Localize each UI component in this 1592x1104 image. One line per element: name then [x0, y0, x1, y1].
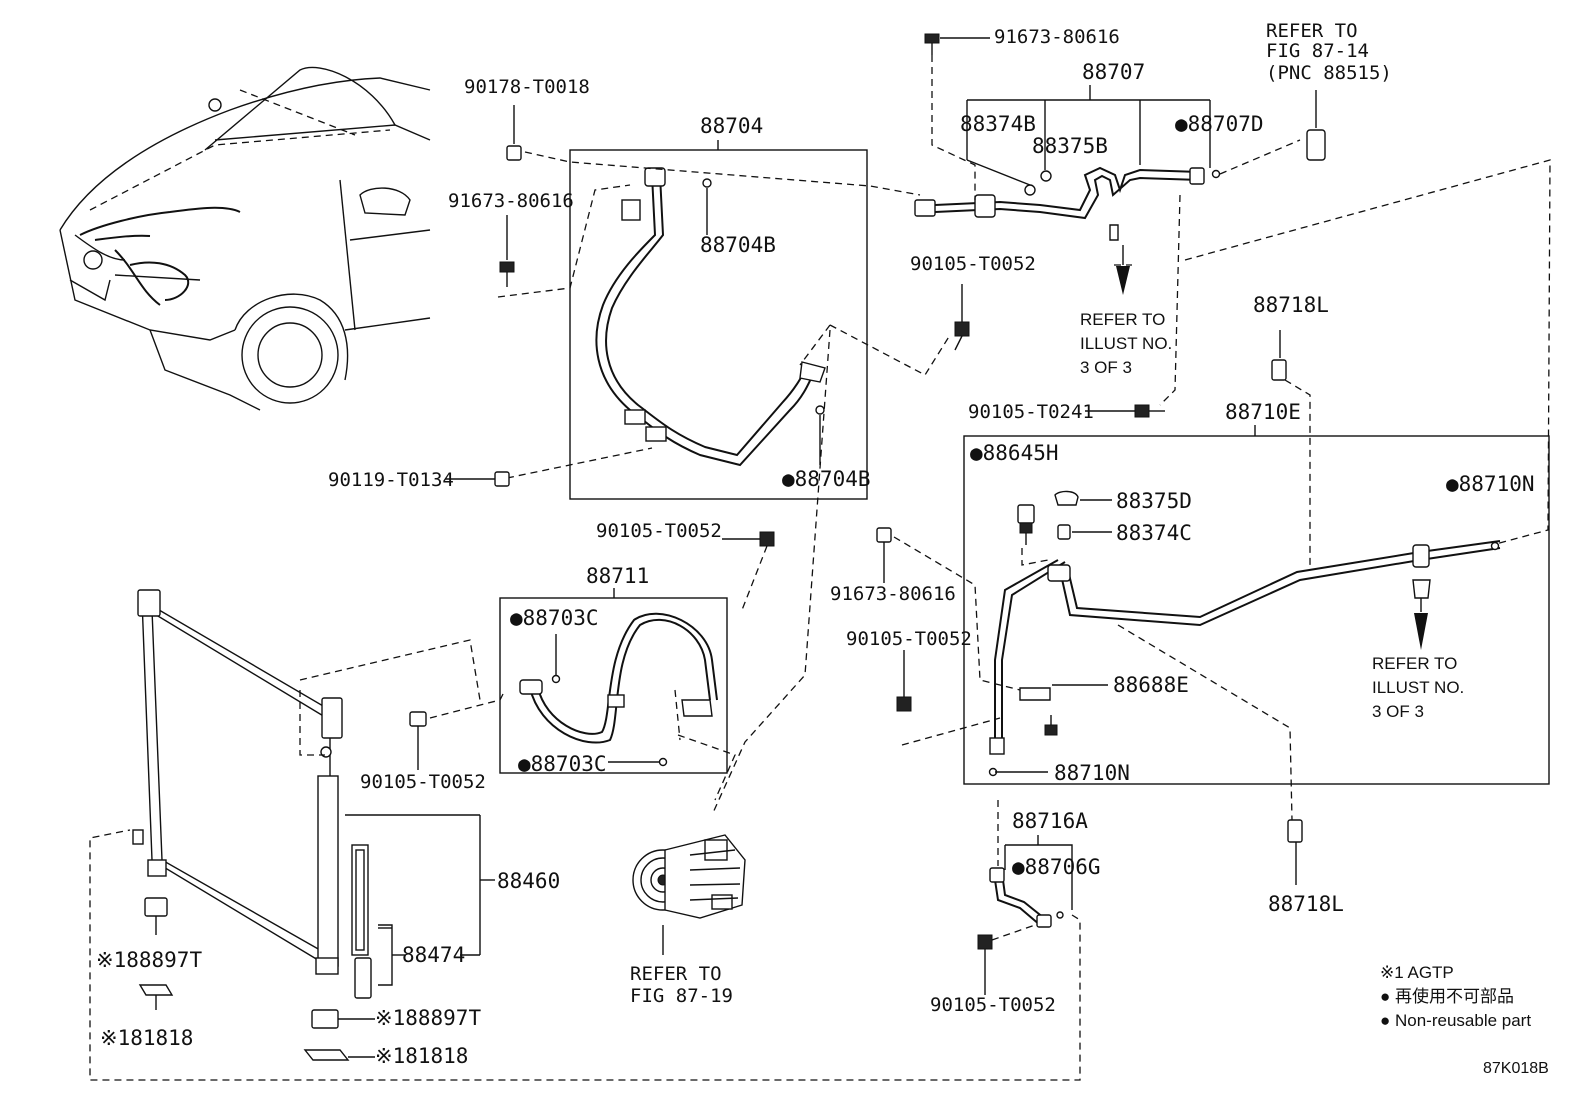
label-88897T-bottom: ※188897T — [375, 1006, 481, 1030]
legend: ※1 AGTP ● 再使用不可部品 ● Non-reusable part — [1380, 963, 1531, 1030]
label-88703C-bottom: ●88703C — [518, 752, 607, 776]
bolt-90105-t0241 — [1085, 404, 1165, 418]
label-refer-illust-b-3: 3 OF 3 — [1372, 702, 1424, 721]
box-88710E — [963, 435, 1550, 785]
bolt-90105-bottom — [977, 924, 1036, 995]
clamp-88718L-bottom — [1287, 819, 1303, 885]
figure-code: 87K018B — [1483, 1060, 1549, 1077]
nut-90178 — [506, 105, 522, 161]
label-88716A: 88716A — [1012, 809, 1088, 833]
label-88375D: 88375D — [1116, 489, 1192, 513]
label-90178: 90178-T0018 — [464, 76, 590, 98]
label-88706G: ●88706G — [1012, 855, 1101, 879]
label-refer-illust-b-2: ILLUST NO. — [1372, 678, 1464, 697]
clamp-88718L-top — [1271, 330, 1311, 570]
label-81818-bottom: ※181818 — [375, 1044, 468, 1068]
label-88375B: 88375B — [1032, 134, 1108, 158]
legend-en-note: ● Non-reusable part — [1380, 1011, 1531, 1030]
compressor — [632, 834, 746, 955]
bolt-90105-top-mid — [954, 284, 970, 351]
label-90105-mid-top: 90105-T0052 — [910, 253, 1036, 275]
label-refer-illust-a-2: ILLUST NO. — [1080, 334, 1172, 353]
label-88718L-bottom: 88718L — [1268, 892, 1344, 916]
condenser — [132, 589, 495, 1061]
label-90105-right-mid: 90105-T0052 — [846, 628, 972, 650]
label-88718L-top: 88718L — [1253, 293, 1329, 317]
label-88704B-bottom: ●88704B — [782, 467, 871, 491]
label-88460: 88460 — [497, 869, 560, 893]
legend-agtp: ※1 AGTP — [1380, 963, 1454, 982]
label-refer-87-19-2: FIG 87-19 — [630, 985, 733, 1007]
legend-jp-note: ● 再使用不可部品 — [1380, 986, 1514, 1006]
label-88707: 88707 — [1082, 60, 1145, 84]
label-88710N-right: ●88710N — [1446, 472, 1535, 496]
label-88374B: 88374B — [960, 112, 1036, 136]
bolt-90105-right-mid — [896, 650, 912, 712]
label-refer-87-19-1: REFER TO — [630, 963, 722, 985]
label-90105-left: 90105-T0052 — [360, 771, 486, 793]
label-88704B-top: 88704B — [700, 233, 776, 257]
label-refer-illust-a-3: 3 OF 3 — [1080, 358, 1132, 377]
bolt-91673-left — [499, 215, 515, 287]
label-refer-87-14-1: REFER TO — [1266, 20, 1358, 42]
label-88897T-left: ※188897T — [96, 948, 202, 972]
label-88703C-top: ●88703C — [510, 606, 599, 630]
label-88645H: ●88645H — [970, 441, 1059, 465]
label-90105-T0241: 90105-T0241 — [968, 401, 1094, 423]
label-refer-87-14-2: FIG 87-14 — [1266, 40, 1369, 62]
label-88707D: ●88707D — [1175, 112, 1264, 136]
label-90119: 90119-T0134 — [328, 469, 454, 491]
label-88374C: 88374C — [1116, 521, 1192, 545]
label-91673-mid: 91673-80616 — [830, 583, 956, 605]
label-91673-left: 91673-80616 — [448, 190, 574, 212]
bolt-90105-center — [722, 531, 775, 611]
bolt-91673-mid — [876, 527, 892, 583]
label-88474: 88474 — [402, 943, 465, 967]
vehicle-illustration — [59, 66, 431, 411]
bolt-90119 — [445, 471, 510, 487]
label-91673-top: 91673-80616 — [994, 26, 1120, 48]
label-refer-illust-a-1: REFER TO — [1080, 310, 1165, 329]
label-88688E: 88688E — [1113, 673, 1189, 697]
bolt-90105-left — [409, 711, 427, 770]
label-81818-left: ※181818 — [100, 1026, 193, 1050]
label-90105-center: 90105-T0052 — [596, 520, 722, 542]
label-refer-illust-b-1: REFER TO — [1372, 654, 1457, 673]
label-88711: 88711 — [586, 564, 649, 588]
box-88704 — [569, 149, 868, 500]
label-90105-bottom: 90105-T0052 — [930, 994, 1056, 1016]
label-88710N-bottom: 88710N — [1054, 761, 1130, 785]
label-refer-87-14-3: (PNC 88515) — [1266, 62, 1392, 84]
label-88704: 88704 — [700, 114, 763, 138]
label-88710E: 88710E — [1225, 400, 1301, 424]
